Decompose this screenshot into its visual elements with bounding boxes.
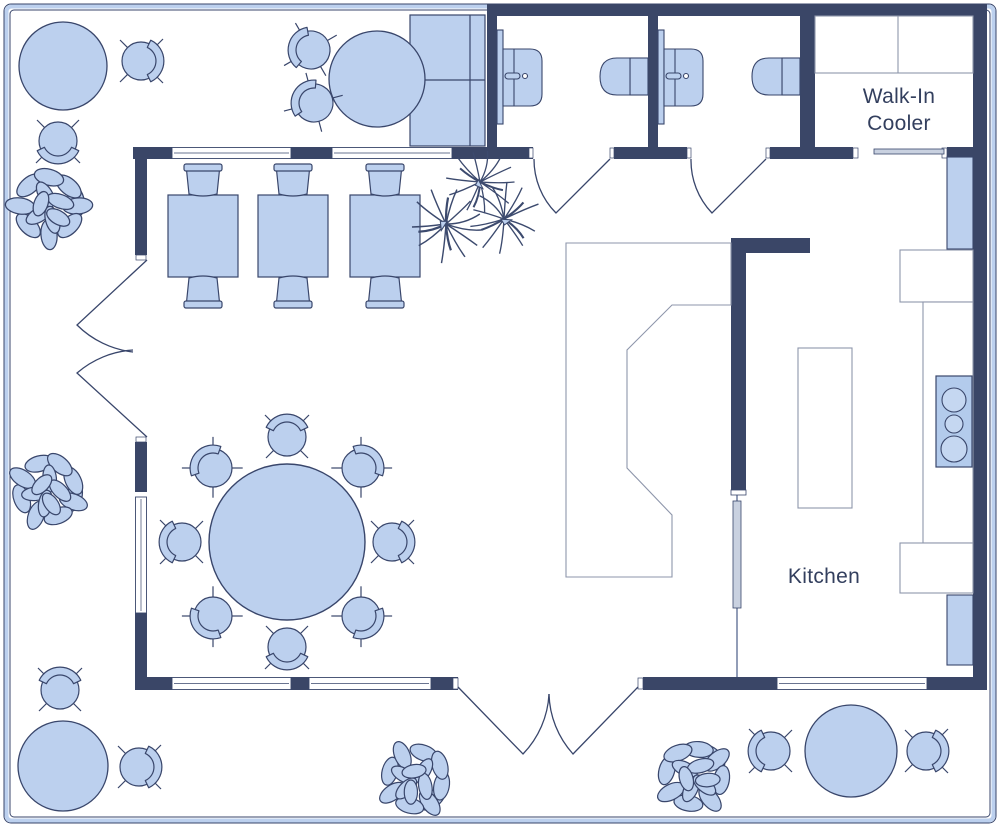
chair[interactable] <box>365 275 405 309</box>
restroom-1-sink[interactable] <box>496 29 543 125</box>
patio-table[interactable] <box>17 720 109 812</box>
patio-table[interactable] <box>18 21 108 111</box>
server-station-counter[interactable] <box>565 242 732 578</box>
large-round-table[interactable] <box>208 463 366 621</box>
patio-table[interactable] <box>804 704 898 798</box>
host-round-table[interactable] <box>328 30 426 128</box>
plant-leafy[interactable] <box>0 435 105 549</box>
patio-set-bottom-right <box>747 704 950 798</box>
two-top-tables <box>167 163 421 309</box>
patio-set-top-left <box>18 21 165 165</box>
walk-in-cooler-label: Walk-In <box>863 85 936 108</box>
chair[interactable] <box>183 275 223 309</box>
restroom-2-toilet[interactable] <box>751 57 801 96</box>
chair[interactable] <box>158 519 204 565</box>
chair[interactable] <box>264 413 310 459</box>
kitchen-counter-top[interactable] <box>899 249 974 303</box>
chair[interactable] <box>273 275 313 309</box>
kitchen-island[interactable] <box>797 347 853 509</box>
cooler-sliding-door[interactable] <box>873 148 945 155</box>
walk-in-cooler-label-line2: Cooler <box>867 112 931 135</box>
chair[interactable] <box>183 163 223 197</box>
plant-leafy[interactable] <box>635 718 755 827</box>
chair[interactable] <box>264 625 310 671</box>
cooler-shelving[interactable] <box>814 15 974 74</box>
kitchen-counter-bottom[interactable] <box>899 542 974 594</box>
burner <box>944 414 964 434</box>
window-mullions <box>140 152 925 684</box>
kitchen-shelf-lower[interactable] <box>946 594 974 666</box>
plant-spiky[interactable] <box>401 143 553 272</box>
restroom-2-sink[interactable] <box>657 29 704 125</box>
chair[interactable] <box>37 666 83 712</box>
kitchen-shelf-upper[interactable] <box>946 156 974 250</box>
restroom-2-door[interactable] <box>690 158 767 214</box>
chair[interactable] <box>117 744 163 790</box>
burner <box>940 435 968 463</box>
chair[interactable] <box>119 38 165 84</box>
chair[interactable] <box>365 163 405 197</box>
kitchen-label: Kitchen <box>788 565 860 588</box>
chair[interactable] <box>904 728 950 774</box>
chair[interactable] <box>35 119 81 165</box>
chair[interactable] <box>282 22 338 78</box>
chair[interactable] <box>747 728 793 774</box>
chair[interactable] <box>273 163 313 197</box>
patio-double-door-south[interactable] <box>457 686 639 755</box>
stove[interactable] <box>935 375 973 468</box>
dining-table[interactable] <box>257 194 329 278</box>
plant-leafy[interactable] <box>3 164 94 251</box>
dining-table[interactable] <box>349 194 421 278</box>
chair[interactable] <box>370 519 416 565</box>
dining-table[interactable] <box>167 194 239 278</box>
patio-set-bottom-left <box>17 666 163 812</box>
patio-double-door-west[interactable] <box>76 259 148 438</box>
walls <box>133 4 987 690</box>
restroom-1-toilet[interactable] <box>599 57 649 96</box>
burner <box>941 387 967 413</box>
restroom-1-door[interactable] <box>533 158 611 214</box>
plant-leafy[interactable] <box>357 722 472 827</box>
kitchen-sliding-door[interactable] <box>732 500 742 609</box>
